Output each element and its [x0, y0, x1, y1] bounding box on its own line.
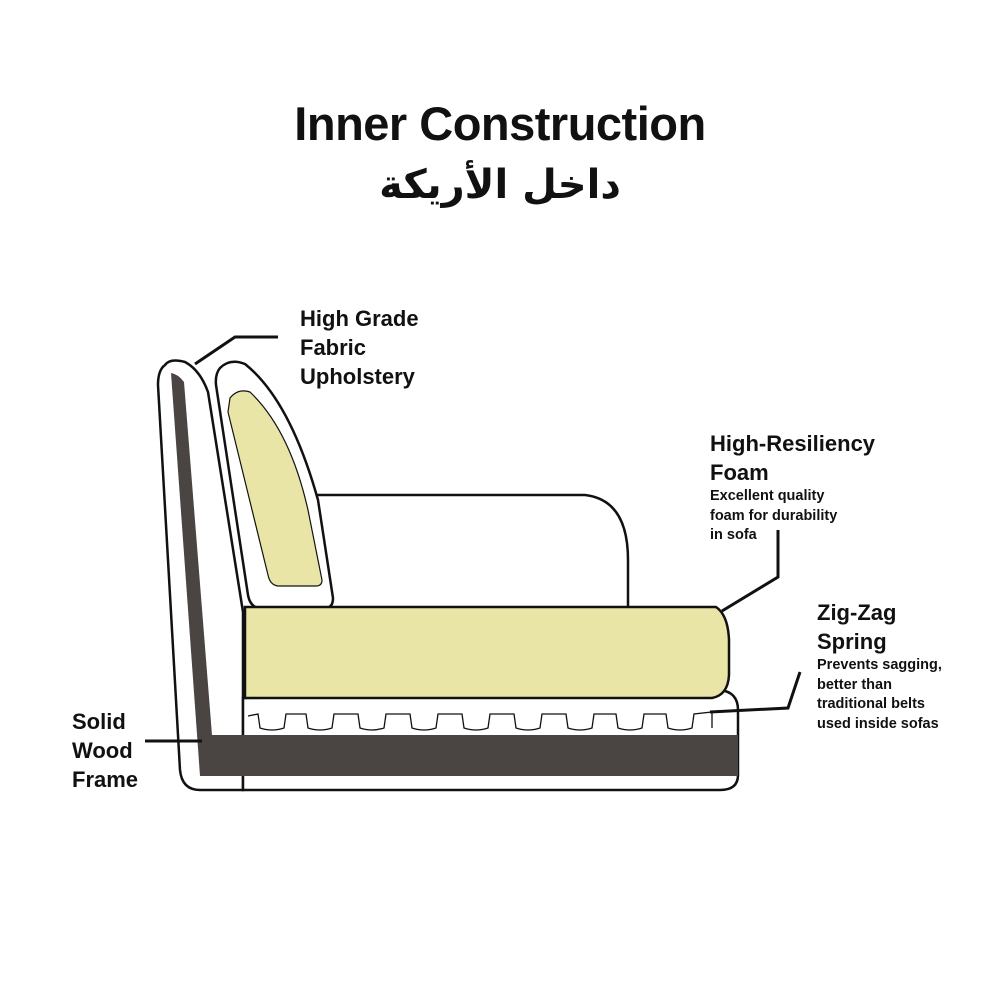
arabic-subtitle: داخل الأريكة	[379, 162, 621, 208]
frame-label-line: Wood	[72, 738, 133, 763]
armrest	[300, 493, 630, 607]
fabric-label-line: Upholstery	[300, 364, 415, 389]
frame-label-line: Solid	[72, 709, 126, 734]
foam-label-line: Foam	[710, 460, 769, 485]
foam-desc-line: in sofa	[710, 527, 757, 543]
fabric-label: High Grade Fabric Upholstery	[300, 304, 419, 391]
spring-desc-line: used inside sofas	[817, 715, 939, 732]
foam-desc-line: foam for durability	[710, 507, 838, 524]
fabric-label-line: Fabric	[300, 335, 367, 360]
foam-label-line: High-Resiliency	[710, 431, 876, 456]
spring-label-line: Zig-Zag	[817, 600, 897, 625]
spring-label: Zig-Zag Spring Prevents sagging, better …	[817, 598, 942, 734]
foam-desc-line: Excellent quality	[710, 488, 825, 504]
zigzag-spring	[247, 711, 713, 731]
back-foam	[227, 390, 323, 587]
spring-leader-line	[709, 671, 802, 714]
fabric-label-line: High Grade	[300, 306, 419, 331]
fabric-leader-line	[194, 335, 278, 366]
frame-label-line: Frame	[72, 767, 139, 792]
spring-desc-line: traditional belts	[817, 696, 925, 712]
spring-desc-line: better than	[817, 676, 892, 693]
wood-frame	[171, 373, 738, 776]
foam-leader-line	[721, 530, 780, 613]
seat-foam	[243, 605, 731, 700]
frame-label: Solid Wood Frame	[72, 707, 138, 794]
spring-desc-line: Prevents sagging,	[817, 657, 942, 673]
page-title: Inner Construction	[294, 97, 706, 150]
spring-label-line: Spring	[817, 629, 887, 654]
foam-label: High-Resiliency Foam Excellent quality f…	[710, 429, 875, 546]
